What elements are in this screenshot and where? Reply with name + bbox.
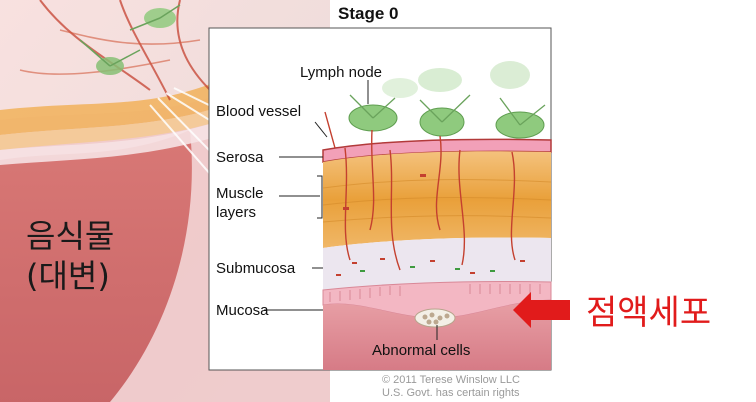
abnormal-cells [414,308,456,328]
cross-section [264,61,552,370]
submucosa-layer [323,237,551,290]
label-submucosa: Submucosa [216,260,296,277]
label-mucosa: Mucosa [216,302,269,319]
leader-blood-vessel [314,121,328,138]
label-lymph-node: Lymph node [300,64,383,81]
leader-muscle [279,175,323,219]
label-blood-vessel: Blood vessel [216,103,302,120]
copyright-notice: © 2011 Terese Winslow LLC U.S. Govt. has… [382,374,520,399]
label-serosa: Serosa [216,149,264,166]
label-muscle-layers: Muscle layers [216,185,264,221]
label-abnormal-cells: Abnormal cells [372,342,471,359]
stage-title: Stage 0 [338,4,399,23]
red-arrow-icon [513,292,570,328]
annotation-food-stool: 음식물 (대변) [26,217,115,295]
annotation-mucosa-cells: 점액세포 [586,293,712,333]
